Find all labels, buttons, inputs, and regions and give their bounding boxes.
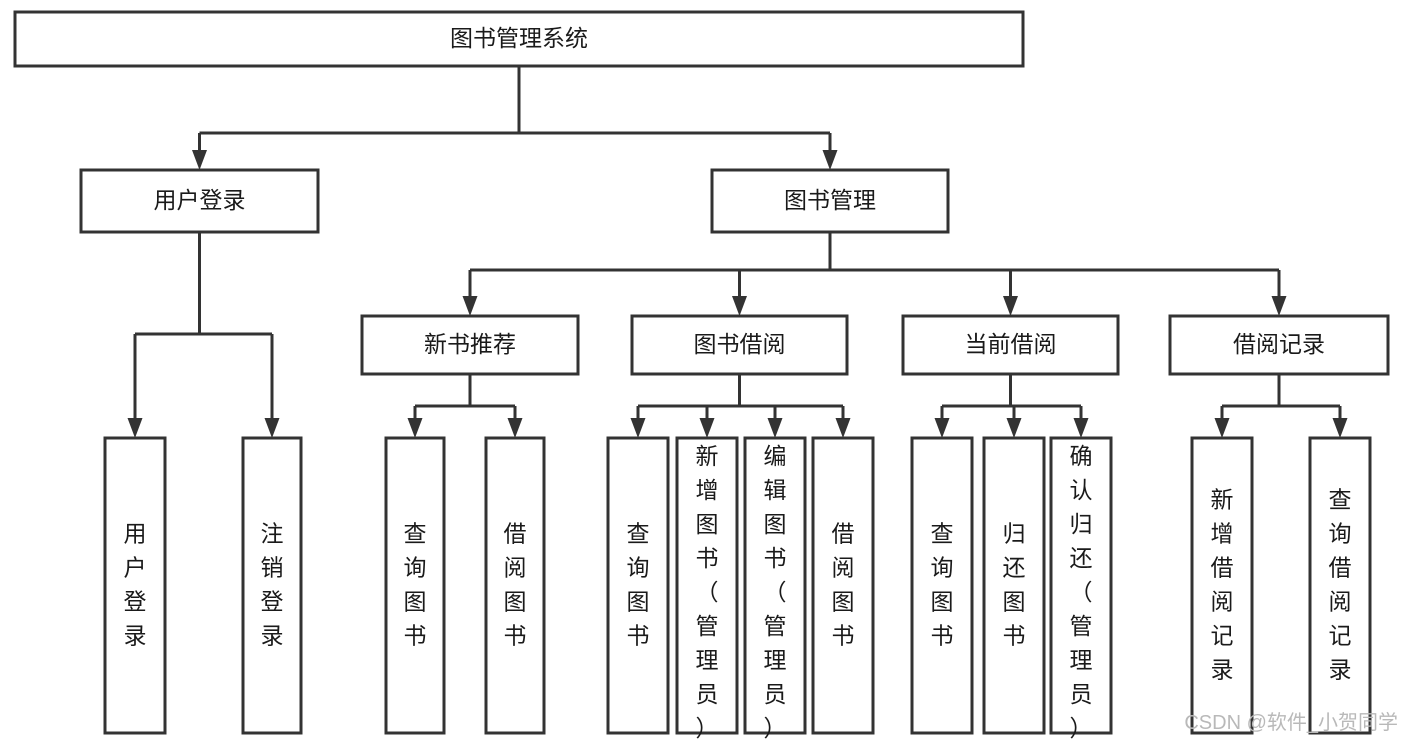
node-box: [982, 436, 1046, 735]
node-leaf-query-record[interactable]: 查询借阅记录: [1308, 436, 1372, 735]
node-label: 借阅图书: [504, 521, 527, 649]
node-label: 当前借阅: [965, 331, 1057, 357]
node-label: 新书推荐: [424, 331, 516, 357]
nodes-layer: 图书管理系统用户登录图书管理新书推荐图书借阅当前借阅借阅记录用户登录注销登录查询…: [13, 10, 1390, 741]
node-leaf-return-book[interactable]: 归还图书: [982, 436, 1046, 735]
node-box: [743, 436, 807, 735]
edge-arrowhead: [507, 418, 523, 438]
node-box: [103, 436, 167, 735]
node-label: 注销登录: [261, 521, 284, 649]
node-label: 图书管理: [784, 187, 876, 213]
node-user-login[interactable]: 用户登录: [79, 168, 320, 234]
node-leaf-user-login[interactable]: 用户登录: [103, 436, 167, 735]
node-label: 查询借阅记录: [1329, 487, 1352, 683]
node-label: 查询图书: [404, 521, 427, 649]
node-leaf-add-book[interactable]: 新增图书（管理员）: [675, 436, 739, 741]
node-new-book-rec[interactable]: 新书推荐: [360, 314, 580, 376]
edges-layer: [127, 66, 1348, 438]
node-box: [1168, 314, 1390, 376]
edge-arrowhead: [1271, 296, 1287, 316]
node-leaf-query-book-2[interactable]: 查询图书: [606, 436, 670, 735]
edge-arrowhead: [462, 296, 478, 316]
csdn-watermark: CSDN @软件_小贺同学: [1184, 711, 1398, 734]
node-box: [811, 436, 875, 735]
node-label: 图书管理系统: [450, 25, 588, 51]
edge-arrowhead: [1214, 418, 1230, 438]
node-box: [630, 314, 849, 376]
node-box: [484, 436, 546, 735]
edge-arrowhead: [127, 418, 143, 438]
node-leaf-add-record[interactable]: 新增借阅记录: [1190, 436, 1254, 735]
edge-arrowhead: [934, 418, 950, 438]
node-label: 新增借阅记录: [1211, 487, 1234, 683]
node-current-borrow[interactable]: 当前借阅: [901, 314, 1120, 376]
node-label: 借阅记录: [1233, 331, 1325, 357]
node-box: [13, 10, 1025, 68]
node-label: 用户登录: [154, 187, 246, 213]
node-label: 查询图书: [931, 521, 954, 649]
edge-arrowhead: [192, 150, 207, 170]
node-box: [675, 436, 739, 735]
edge-arrowhead: [767, 418, 783, 438]
node-book-borrow[interactable]: 图书借阅: [630, 314, 849, 376]
node-label: 图书借阅: [694, 331, 786, 357]
edge-arrowhead: [264, 418, 280, 438]
edge-arrowhead: [732, 296, 747, 316]
node-box: [1049, 436, 1113, 735]
edge-arrowhead: [1332, 418, 1348, 438]
node-leaf-edit-book[interactable]: 编辑图书（管理员）: [743, 436, 807, 741]
node-leaf-logout[interactable]: 注销登录: [241, 436, 303, 735]
node-box: [1308, 436, 1372, 735]
edge-arrowhead: [835, 418, 851, 438]
node-leaf-query-book-1[interactable]: 查询图书: [384, 436, 446, 735]
edge-arrowhead: [822, 150, 838, 170]
node-leaf-confirm-return[interactable]: 确认归还（管理员）: [1049, 436, 1113, 741]
edge-arrowhead: [407, 418, 423, 438]
edge-arrowhead: [630, 418, 646, 438]
node-root[interactable]: 图书管理系统: [13, 10, 1025, 68]
node-box: [606, 436, 670, 735]
node-box: [710, 168, 950, 234]
node-box: [241, 436, 303, 735]
edge-arrowhead: [1073, 418, 1089, 438]
node-box: [1190, 436, 1254, 735]
edge-arrowhead: [699, 418, 715, 438]
edge-arrowhead: [1006, 418, 1022, 438]
node-label: 确认归还（管理员）: [1070, 443, 1093, 741]
node-label: 用户登录: [124, 521, 147, 649]
node-leaf-borrow-book-2[interactable]: 借阅图书: [811, 436, 875, 735]
node-leaf-borrow-book-1[interactable]: 借阅图书: [484, 436, 546, 735]
node-box: [910, 436, 974, 735]
node-book-manage[interactable]: 图书管理: [710, 168, 950, 234]
node-label: 编辑图书（管理员）: [764, 443, 787, 741]
edge-arrowhead: [1003, 296, 1018, 316]
node-box: [901, 314, 1120, 376]
node-box: [360, 314, 580, 376]
node-label: 查询图书: [627, 521, 650, 649]
node-label: 借阅图书: [832, 521, 855, 649]
node-borrow-record[interactable]: 借阅记录: [1168, 314, 1390, 376]
node-leaf-query-book-3[interactable]: 查询图书: [910, 436, 974, 735]
node-label: 归还图书: [1003, 521, 1026, 649]
node-box: [384, 436, 446, 735]
node-label: 新增图书（管理员）: [696, 443, 719, 741]
node-box: [79, 168, 320, 234]
